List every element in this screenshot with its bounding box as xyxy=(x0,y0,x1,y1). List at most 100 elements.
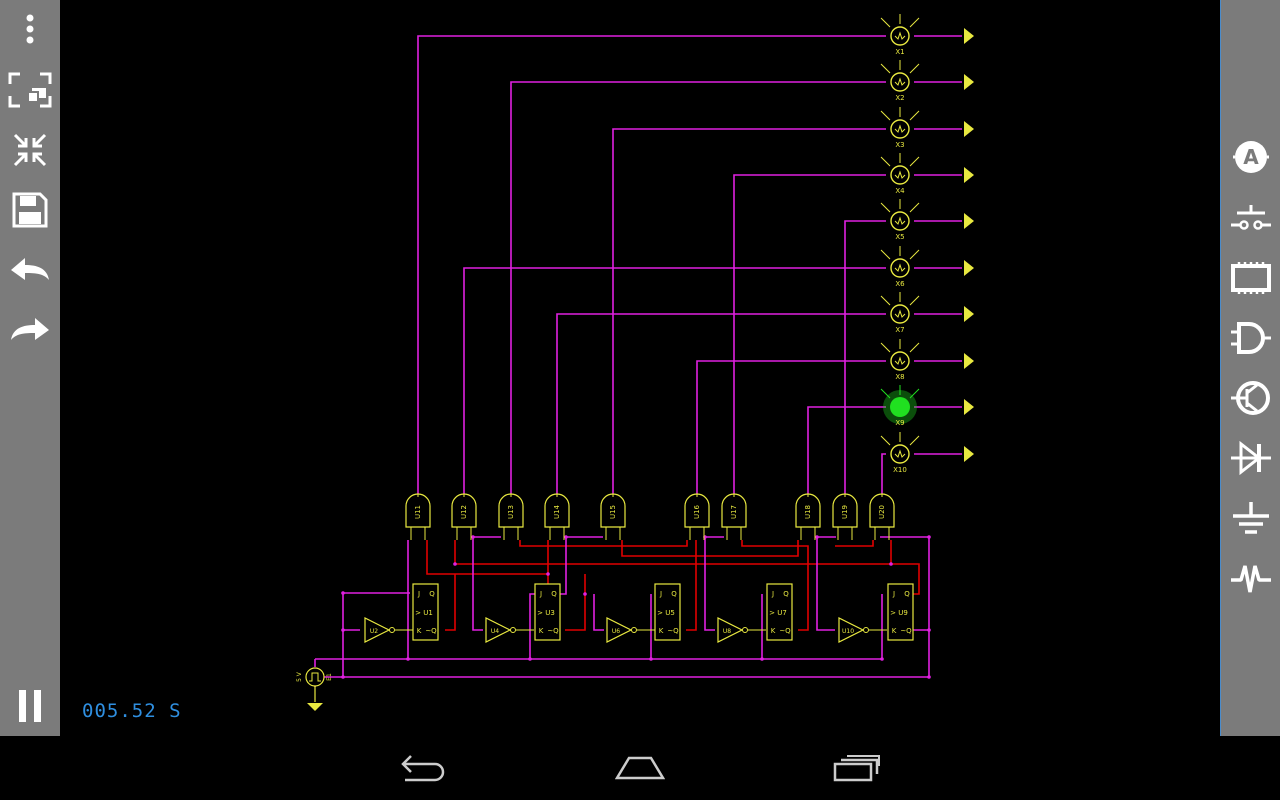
switch-icon[interactable] xyxy=(1221,193,1280,243)
and-gate-u20: U20 xyxy=(869,493,895,540)
gate-body xyxy=(405,493,431,528)
save-icon[interactable] xyxy=(0,185,60,235)
and-gate-u12: U12 xyxy=(451,493,477,540)
lamp-filament xyxy=(894,77,906,86)
and-gate-u19: U19 xyxy=(832,493,858,540)
lamp-x8: X8 xyxy=(880,339,920,381)
pause-icon[interactable] xyxy=(0,681,60,731)
lamp-ray xyxy=(909,202,920,213)
signal-icon[interactable] xyxy=(1221,553,1280,603)
wire-junction xyxy=(760,657,764,661)
lamp-ray xyxy=(909,295,920,306)
logic-gate-icon[interactable] xyxy=(1221,313,1280,363)
diode-icon[interactable] xyxy=(1221,433,1280,483)
inverter-bubble xyxy=(389,627,395,633)
overflow-menu-icon[interactable] xyxy=(0,5,60,55)
lamp-filament xyxy=(894,263,906,272)
wire-red xyxy=(454,540,920,595)
lamp-bulb xyxy=(890,119,910,139)
simulation-timer: 005.52 S xyxy=(82,700,182,722)
wire-red xyxy=(621,540,799,557)
lamp-x2: X2 xyxy=(880,60,920,102)
gate-label: U12 xyxy=(460,505,468,519)
lamp-bulb xyxy=(890,26,910,46)
gate-body xyxy=(498,493,524,528)
lamp-ray xyxy=(909,249,920,260)
lamp-x10: X10 xyxy=(880,432,920,474)
lamp-bulb xyxy=(890,72,910,92)
pin-k-label: K xyxy=(539,627,544,635)
lamp-ray xyxy=(880,202,891,213)
flipflop-label: U9 xyxy=(898,609,908,617)
chip-icon[interactable] xyxy=(1221,253,1280,303)
lamp-ray xyxy=(880,17,891,28)
gate-label: U14 xyxy=(553,504,561,519)
and-gate-u16: U16 xyxy=(684,493,710,540)
wire-junction xyxy=(564,535,568,539)
ground-icon[interactable] xyxy=(1221,493,1280,543)
wire-junction xyxy=(341,628,345,632)
lamp-label: X6 xyxy=(895,280,905,288)
inverter-bubble xyxy=(863,627,869,633)
source-body xyxy=(305,667,325,687)
inverter-u8: U8 xyxy=(717,617,766,643)
pin-clk-label: > xyxy=(657,609,663,617)
lamp-bulb xyxy=(890,211,910,231)
lamp-bulb xyxy=(890,304,910,324)
lamp-ray xyxy=(880,110,891,121)
recents-icon[interactable] xyxy=(812,736,902,800)
wire-red xyxy=(741,540,809,631)
redo-icon[interactable] xyxy=(0,305,60,355)
pin-k-label: K xyxy=(771,627,776,635)
wire-gate-to-lamp xyxy=(807,406,886,497)
inverter-bubble xyxy=(510,627,516,633)
inverter-label: U2 xyxy=(370,628,378,635)
inverter-label: U6 xyxy=(612,628,620,635)
pin-k-label: K xyxy=(659,627,664,635)
wire-red xyxy=(565,574,586,631)
wire-gate-to-lamp xyxy=(510,81,886,497)
inverter-bubble xyxy=(742,627,748,633)
home-icon[interactable] xyxy=(595,736,685,800)
undo-icon[interactable] xyxy=(0,245,60,295)
lamp-filament xyxy=(894,216,906,225)
ground-symbol xyxy=(307,703,323,711)
wire-junction xyxy=(927,675,931,679)
and-gate-u18: U18 xyxy=(795,493,821,540)
lamp-x5: X5 xyxy=(880,199,920,241)
right-toolbar: A xyxy=(1220,0,1280,736)
fit-screen-icon[interactable] xyxy=(0,65,60,115)
inverter-u4: U4 xyxy=(485,617,534,643)
pin-j-label: J xyxy=(892,590,895,598)
pin-clk-label: > xyxy=(769,609,775,617)
flipflop-body xyxy=(412,583,439,641)
gate-body xyxy=(684,493,710,528)
gate-label: U15 xyxy=(609,505,617,519)
inverter-label: U4 xyxy=(491,628,499,635)
wire-bus xyxy=(407,540,882,660)
gate-body xyxy=(832,493,858,528)
pin-j-label: J xyxy=(417,590,420,598)
gate-label: U16 xyxy=(693,504,701,519)
transistor-icon[interactable] xyxy=(1221,373,1280,423)
lamp-ray xyxy=(909,388,920,399)
collapse-icon[interactable] xyxy=(0,125,60,175)
flipflop-label: U3 xyxy=(545,609,555,617)
ammeter-icon[interactable]: A xyxy=(1221,132,1280,182)
lamp-ray xyxy=(909,63,920,74)
back-icon[interactable] xyxy=(378,736,468,800)
pin-nq-label: ~Q xyxy=(900,627,912,635)
lamp-label: X4 xyxy=(895,187,905,195)
lamp-ray xyxy=(880,156,891,167)
pin-q-label: Q xyxy=(783,590,789,598)
lamp-bulb xyxy=(890,258,910,278)
output-terminal xyxy=(964,353,974,369)
gate-body xyxy=(451,493,477,528)
wire-gate-to-lamp xyxy=(417,35,886,497)
wire-gate-to-lamp xyxy=(696,360,886,497)
lamp-ray xyxy=(880,388,891,399)
